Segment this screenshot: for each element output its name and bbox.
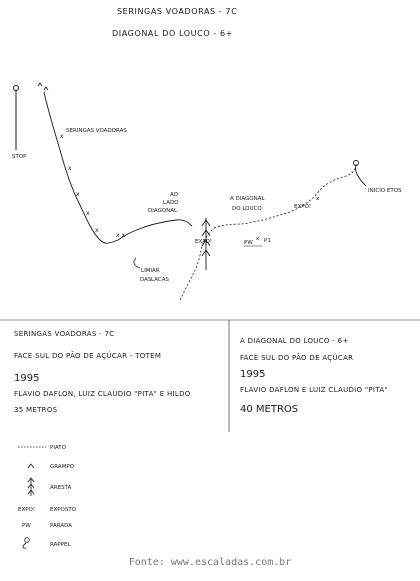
ao-lado-line3: DIAGONAL — [148, 208, 178, 214]
route-left-name: SERINGAS VOADORAS - 7C — [14, 330, 114, 338]
legend-label-parada: PARADA — [50, 523, 72, 529]
legend-label-expo: EXPOSTO — [50, 507, 77, 513]
ao-lado-line1: AO — [170, 192, 179, 198]
seringas-route-line — [43, 91, 193, 244]
legend: PIATO GRAMPO ARESTA EXPO! EXPOSTO PW PAR… — [18, 445, 77, 549]
svg-text:x: x — [86, 210, 90, 217]
legend-label-piato: PIATO — [50, 445, 67, 451]
rappel-top-right-icon — [353, 160, 367, 187]
limiar-line1: LIMIAR — [141, 268, 160, 274]
grampo-icon — [27, 463, 35, 469]
parada-x: x — [256, 236, 260, 242]
route-right-name: A DIAGONAL DO LOUCO - 6+ — [240, 337, 349, 345]
seringas-label: SERINGAS VOADORAS — [66, 128, 127, 134]
route-right-face: FACE SUL DO PÃO DE AÇÚCAR — [240, 353, 353, 362]
route-right-climbers: FLAVIO DAFLON E LUIZ CLAUDIO "PITA" — [240, 386, 388, 394]
ao-lado-line2: LADO — [163, 200, 179, 206]
diagonal-route-line — [213, 163, 357, 229]
route-right-year: 1995 — [240, 369, 265, 380]
route-right-length: 40 METROS — [240, 404, 298, 415]
svg-text:x x: x x — [116, 232, 125, 239]
parada-legend-symbol: PW — [22, 523, 31, 529]
parada-mark: PW — [244, 240, 253, 246]
lower-dotted-route — [179, 227, 215, 301]
legend-label-grampo: GRAMPO — [50, 464, 75, 470]
legend-label-aresta: ARESTA — [50, 485, 71, 491]
diagonal-grampo: x — [316, 196, 320, 202]
rappel-icon — [13, 85, 19, 150]
aresta-icon — [201, 218, 211, 270]
limiar-line3: LACAS — [151, 277, 169, 283]
stop-label: STOP — [12, 154, 27, 160]
grampo-marks: x x x x x x x — [60, 133, 125, 239]
upper-right-label: INICIO ETOS — [368, 188, 402, 194]
limiar-line — [133, 257, 141, 269]
limiar-line2: DAS — [140, 277, 152, 283]
route-left-year: 1995 — [14, 373, 39, 384]
diagonal-label-line1: A DIAGONAL — [230, 196, 266, 202]
route-left-length: 35 METROS — [14, 406, 58, 414]
svg-text:x: x — [68, 165, 72, 172]
svg-text:x: x — [76, 191, 80, 198]
expo-label-2: EXPO! — [294, 204, 311, 210]
svg-text:x: x — [95, 227, 99, 234]
route-left-climbers: FLAVIO DAFLON, LUIZ CLAUDIO "PITA" E HIL… — [14, 390, 191, 398]
aresta-legend-icon — [27, 477, 35, 496]
p1-label: P1 — [264, 238, 271, 244]
legend-label-rappel: RAPPEL — [50, 542, 71, 548]
source-footer: Fonte: www.escaladas.com.br — [128, 557, 292, 568]
route-left-face: FACE SUL DO PÃO DE AÇÚCAR - TOTEM — [14, 351, 161, 360]
expo-label-1: EXPO! — [195, 239, 212, 245]
diagonal-label-line2: DO LOUCO — [232, 206, 262, 212]
title: SERINGAS VOADORAS - 7C — [117, 7, 237, 16]
expo-legend-symbol: EXPO! — [18, 507, 35, 513]
route-start-marks — [37, 82, 49, 91]
rappel-legend-icon — [22, 537, 30, 549]
svg-text:x: x — [60, 133, 64, 140]
subtitle: DIAGONAL DO LOUCO - 6+ — [112, 29, 233, 38]
